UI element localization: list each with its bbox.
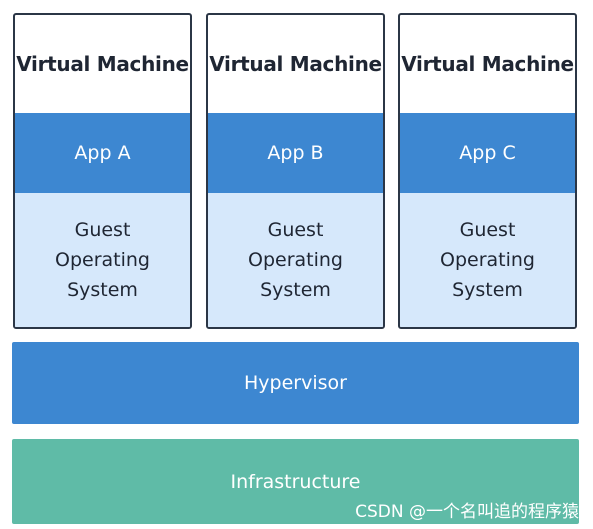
guest-os-line: Operating xyxy=(55,249,150,271)
guest-os-line: Guest xyxy=(459,219,516,241)
vm-title: Virtual Machine xyxy=(16,52,189,76)
guest-os-line: System xyxy=(452,279,523,301)
hypervisor-label: Hypervisor xyxy=(244,372,347,394)
watermark: CSDN @一个名叫追的程序猿 xyxy=(355,502,579,522)
hypervisor-layer: Hypervisor xyxy=(12,342,579,424)
virtual-machine-3: Virtual Machine App C Guest Operating Sy… xyxy=(398,13,577,329)
guest-os-line: Guest xyxy=(267,219,324,241)
app-layer: App C xyxy=(400,113,575,193)
vm-title: Virtual Machine xyxy=(401,52,574,76)
vm-title: Virtual Machine xyxy=(209,52,382,76)
guest-os-line: Operating xyxy=(440,249,535,271)
guest-os-layer: Guest Operating System xyxy=(15,193,190,327)
virtual-machine-2: Virtual Machine App B Guest Operating Sy… xyxy=(206,13,385,329)
infrastructure-layer: Infrastructure xyxy=(12,439,579,524)
app-layer: App A xyxy=(15,113,190,193)
guest-os-layer: Guest Operating System xyxy=(208,193,383,327)
guest-os-line: System xyxy=(67,279,138,301)
virtual-machine-1: Virtual Machine App A Guest Operating Sy… xyxy=(13,13,192,329)
infrastructure-label: Infrastructure xyxy=(230,470,361,493)
guest-os-line: System xyxy=(260,279,331,301)
app-layer: App B xyxy=(208,113,383,193)
guest-os-line: Guest xyxy=(74,219,131,241)
guest-os-layer: Guest Operating System xyxy=(400,193,575,327)
guest-os-line: Operating xyxy=(248,249,343,271)
